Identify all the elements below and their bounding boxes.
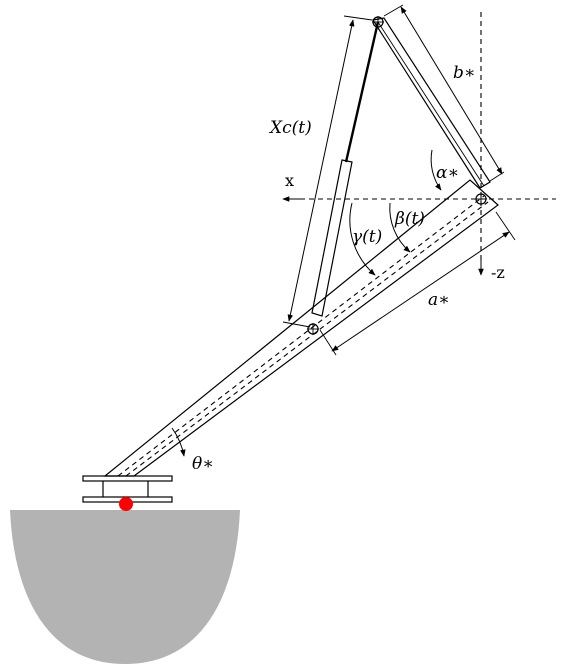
xc-label: Xc(t) bbox=[268, 118, 312, 138]
mount-plate-top bbox=[82, 475, 173, 482]
xc-dimension-line bbox=[287, 19, 355, 322]
theta-label: θ∗ bbox=[192, 454, 214, 474]
a-dimension-line bbox=[331, 231, 510, 352]
cylinder-rod bbox=[344, 21, 380, 163]
a-label: a∗ bbox=[428, 290, 450, 310]
gamma-label: γ(t) bbox=[352, 227, 382, 247]
neg-z-label: -z bbox=[491, 263, 505, 282]
beta-arc bbox=[389, 202, 411, 253]
a-extension-left bbox=[319, 329, 337, 356]
pivot-marker-red bbox=[119, 497, 133, 511]
b-label: b∗ bbox=[453, 63, 475, 83]
pivot-top bbox=[372, 16, 384, 28]
main-boom bbox=[103, 179, 499, 477]
alpha-label: α∗ bbox=[436, 163, 459, 183]
x-axis-label: x bbox=[285, 171, 294, 190]
b-dimension-line bbox=[400, 6, 503, 175]
boom-centerline-1 bbox=[117, 195, 485, 477]
gamma-arc bbox=[349, 202, 376, 276]
b-extension-top bbox=[383, 4, 404, 17]
xc-extension-bottom bbox=[282, 321, 311, 328]
pivot-middle bbox=[307, 323, 319, 335]
a-extension-right bbox=[495, 211, 516, 241]
theta-arc bbox=[171, 427, 186, 457]
alpha-arc bbox=[430, 149, 442, 191]
xc-extension-top bbox=[343, 15, 373, 21]
beta-label: β(t) bbox=[394, 209, 425, 229]
boom-centerline-2 bbox=[125, 201, 489, 477]
ground-base bbox=[10, 510, 240, 664]
